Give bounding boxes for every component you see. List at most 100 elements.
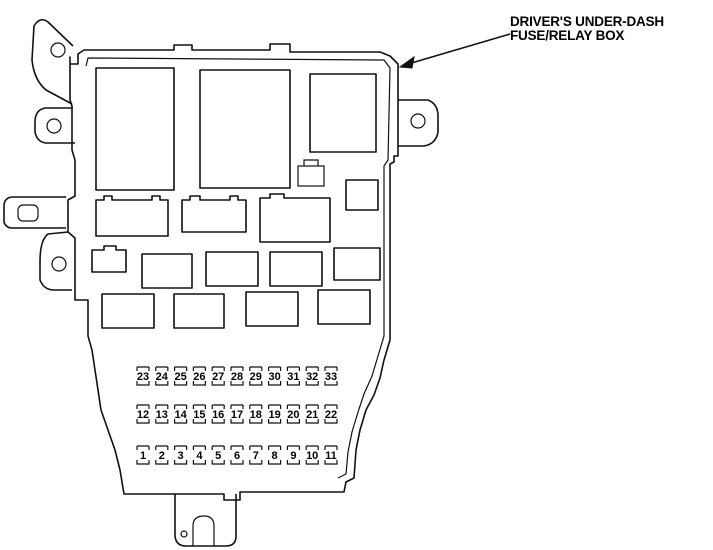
left-slot <box>17 204 39 222</box>
fuse-number: 7 <box>253 450 259 462</box>
fuse-11: 11 <box>324 445 338 465</box>
fuse-outline <box>230 404 244 424</box>
fuse-number: 33 <box>325 371 337 383</box>
upper-left-bolt-hole <box>50 42 66 58</box>
fuse-outline <box>230 366 244 386</box>
fuse-outline <box>155 404 169 424</box>
fuse-number: 19 <box>268 409 280 421</box>
fuse-outline <box>136 366 150 386</box>
fuse-outline <box>174 366 188 386</box>
connector-b <box>181 195 247 233</box>
fuse-number: 9 <box>290 450 296 462</box>
fuse-2: 2 <box>155 445 169 465</box>
fuse-outline <box>211 366 225 386</box>
right-bolt-hole <box>410 113 426 129</box>
fuse-number: 17 <box>231 409 243 421</box>
left-mid-mounting-tab <box>34 107 75 144</box>
fuse-number: 3 <box>178 450 184 462</box>
small-connector-left <box>91 245 127 273</box>
fuse-3: 3 <box>174 445 188 465</box>
mini-relay-5 <box>101 293 155 329</box>
fuse-outline <box>174 404 188 424</box>
bottom-connector-hook <box>174 494 237 547</box>
mini-relay-1 <box>141 253 193 289</box>
fuse-21: 21 <box>305 404 319 424</box>
fuse-31: 31 <box>286 366 300 386</box>
fuse-number: 25 <box>174 371 186 383</box>
fuse-outline <box>192 404 206 424</box>
fuse-outline <box>324 366 338 386</box>
connector-c <box>259 193 331 243</box>
fuse-outline <box>324 445 338 465</box>
fuse-32: 32 <box>305 366 319 386</box>
fuse-number: 14 <box>174 409 187 421</box>
fuse-number: 28 <box>231 371 243 383</box>
fuse-14: 14 <box>174 404 188 424</box>
fuse-outline <box>305 366 319 386</box>
fuse-33: 33 <box>324 366 338 386</box>
fuse-number: 18 <box>250 409 262 421</box>
relay-2 <box>199 69 291 189</box>
fuse-outline <box>192 366 206 386</box>
mini-relay-7 <box>245 291 299 327</box>
fuse-outline <box>211 404 225 424</box>
fuse-8: 8 <box>268 445 282 465</box>
fuse-box-housing <box>67 43 399 501</box>
relay-connector-tab <box>303 159 319 166</box>
fuse-outline <box>249 404 263 424</box>
fuse-number: 5 <box>215 450 221 462</box>
callout-arrowhead <box>398 55 415 69</box>
fuse-outline <box>249 445 263 465</box>
fuse-outline <box>230 445 244 465</box>
fuse-outline <box>155 445 169 465</box>
fuse-number: 29 <box>250 371 262 383</box>
fuse-28: 28 <box>230 366 244 386</box>
fuse-outline <box>268 445 282 465</box>
fuse-number: 32 <box>306 371 318 383</box>
fuse-9: 9 <box>286 445 300 465</box>
fuse-number: 8 <box>272 450 278 462</box>
fuse-number: 1 <box>140 450 146 462</box>
mini-relay-4 <box>333 247 381 281</box>
relay-4 <box>345 179 379 211</box>
fuse-number: 12 <box>137 409 149 421</box>
fuse-22: 22 <box>324 404 338 424</box>
fuse-number: 31 <box>287 371 299 383</box>
fuse-number: 27 <box>212 371 224 383</box>
fuse-number: 24 <box>156 371 169 383</box>
bottom-hook-pin <box>180 530 188 538</box>
fuse-number: 20 <box>287 409 299 421</box>
fuse-5: 5 <box>211 445 225 465</box>
callout-leader-line <box>407 33 511 65</box>
fuse-29: 29 <box>249 366 263 386</box>
callout-line-2: FUSE/RELAY BOX <box>510 28 625 43</box>
fuse-number: 10 <box>306 450 318 462</box>
left-slot-tab <box>3 196 66 229</box>
fuse-number: 22 <box>325 409 337 421</box>
fuse-number: 4 <box>196 450 203 462</box>
fuse-10: 10 <box>305 445 319 465</box>
fuse-outline <box>286 404 300 424</box>
relay-1 <box>95 67 175 191</box>
fuse-15: 15 <box>192 404 206 424</box>
fuse-26: 26 <box>192 366 206 386</box>
housing-inner-rim <box>85 57 391 479</box>
fuse-number: 13 <box>156 409 168 421</box>
fuse-number: 26 <box>193 371 205 383</box>
fuse-outline <box>155 366 169 386</box>
left-lower-bolt-hole <box>51 256 67 272</box>
mini-relay-8 <box>317 289 371 325</box>
fuse-outline <box>286 445 300 465</box>
fuse-27: 27 <box>211 366 225 386</box>
fuse-16: 16 <box>211 404 225 424</box>
fuse-outline <box>268 366 282 386</box>
fuse-number: 2 <box>159 450 165 462</box>
fuse-outline <box>136 404 150 424</box>
fuse-outline <box>136 445 150 465</box>
right-mounting-tab <box>398 99 439 147</box>
fuse-outline <box>305 445 319 465</box>
fuse-outline <box>211 445 225 465</box>
upper-left-mounting-tab <box>31 18 74 105</box>
